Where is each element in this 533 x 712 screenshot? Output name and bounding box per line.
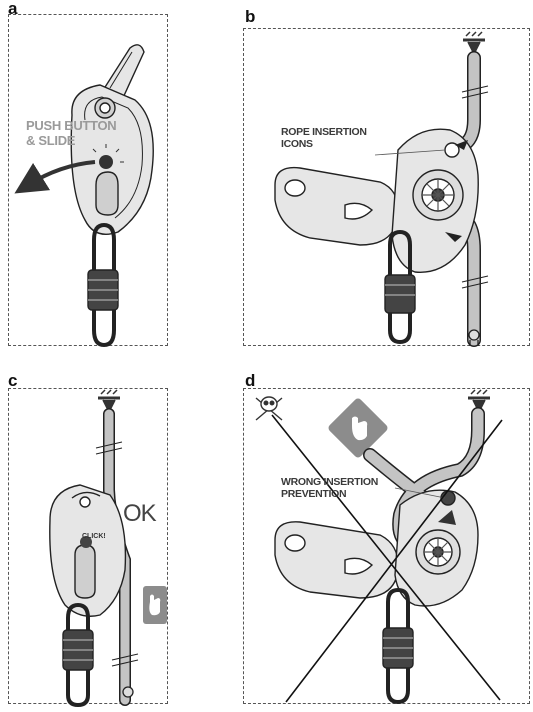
device-d [275,490,478,606]
hand-icon-d [327,397,389,459]
carabiner-d [383,590,413,702]
callout-push-button-slide: PUSH BUTTON & SLIDE [26,118,116,148]
callout-rope-insertion-icons: ROPE INSERTION ICONS [281,126,367,150]
knot-icon-c [123,687,133,697]
carabiner-icon [88,225,118,345]
carabiner-c [63,605,93,705]
device-b [275,129,478,272]
device-c [50,485,126,616]
callout-wrong-insertion-prevention: WRONG INSERTION PREVENTION [281,476,378,500]
push-button-dot-a [99,155,113,169]
skull-crossbones-icon [256,397,282,420]
click-label: CLICK! [82,533,106,540]
hand-icon [143,586,167,624]
ok-label: OK [123,500,156,528]
